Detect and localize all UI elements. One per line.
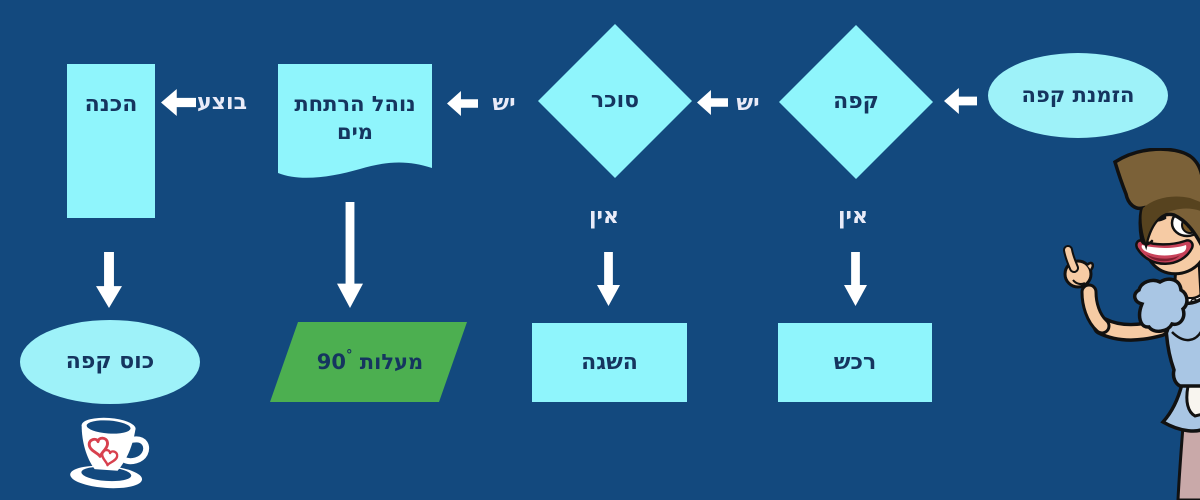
document-shape: [278, 64, 432, 178]
node-obtain: השגה: [532, 323, 687, 402]
node-boil-water-procedure: נוהל הרתחת מים: [278, 64, 432, 186]
node-start: הזמנת קפה: [988, 53, 1168, 138]
node-temperature-90: מעלות 90°: [270, 322, 470, 402]
coffee-cup-icon: [70, 417, 150, 489]
node-start-label: הזמנת קפה: [1021, 83, 1135, 108]
node-purchase-label: רכש: [833, 349, 877, 375]
temperature-value: מעלות 90: [316, 349, 424, 374]
node-obtain-label: השגה: [581, 349, 638, 375]
arrow-start-to-coffee-icon: [944, 88, 977, 114]
arrow-sugar-to-obtain-icon: [597, 252, 620, 306]
edge-label-sugar-none: אין: [588, 203, 620, 229]
node-coffee-decision-label: קפה: [833, 89, 879, 115]
node-purchase: רכש: [778, 323, 932, 402]
node-boil-water-procedure-label: נוהל הרתחת מים: [294, 91, 416, 144]
arrow-sugar-to-procedure-icon: [447, 91, 478, 116]
edge-label-procedure-done: בוצע: [197, 90, 247, 115]
edge-label-coffee-yes: יש: [736, 90, 760, 116]
edge-label-sugar-yes: יש: [492, 90, 516, 116]
arrow-procedure-to-temperature-icon: [337, 202, 363, 308]
node-sugar-decision-label: סוכר: [590, 88, 640, 114]
arrow-prepare-to-cup-icon: [96, 252, 122, 308]
arrow-procedure-to-prepare-icon: [161, 89, 196, 116]
node-cup-of-coffee-label: כוס קפה: [65, 349, 155, 375]
waitress-illustration: [1063, 148, 1200, 500]
edge-label-coffee-none: אין: [837, 203, 869, 229]
arrow-coffee-to-purchase-icon: [844, 252, 867, 306]
diamond-shape: [779, 25, 933, 179]
node-prepare-label: הכנה: [84, 92, 138, 117]
diamond-shape: [538, 24, 692, 178]
node-prepare: הכנה: [67, 64, 155, 218]
arrow-coffee-to-sugar-icon: [697, 90, 728, 115]
node-cup-of-coffee: כוס קפה: [20, 320, 200, 404]
node-temperature-90-label: מעלות 90°: [317, 348, 424, 376]
node-sugar-decision: סוכר: [538, 24, 692, 178]
parallelogram-shape: [270, 322, 467, 402]
degree-mark: °: [345, 347, 353, 363]
node-coffee-decision: קפה: [779, 25, 933, 179]
